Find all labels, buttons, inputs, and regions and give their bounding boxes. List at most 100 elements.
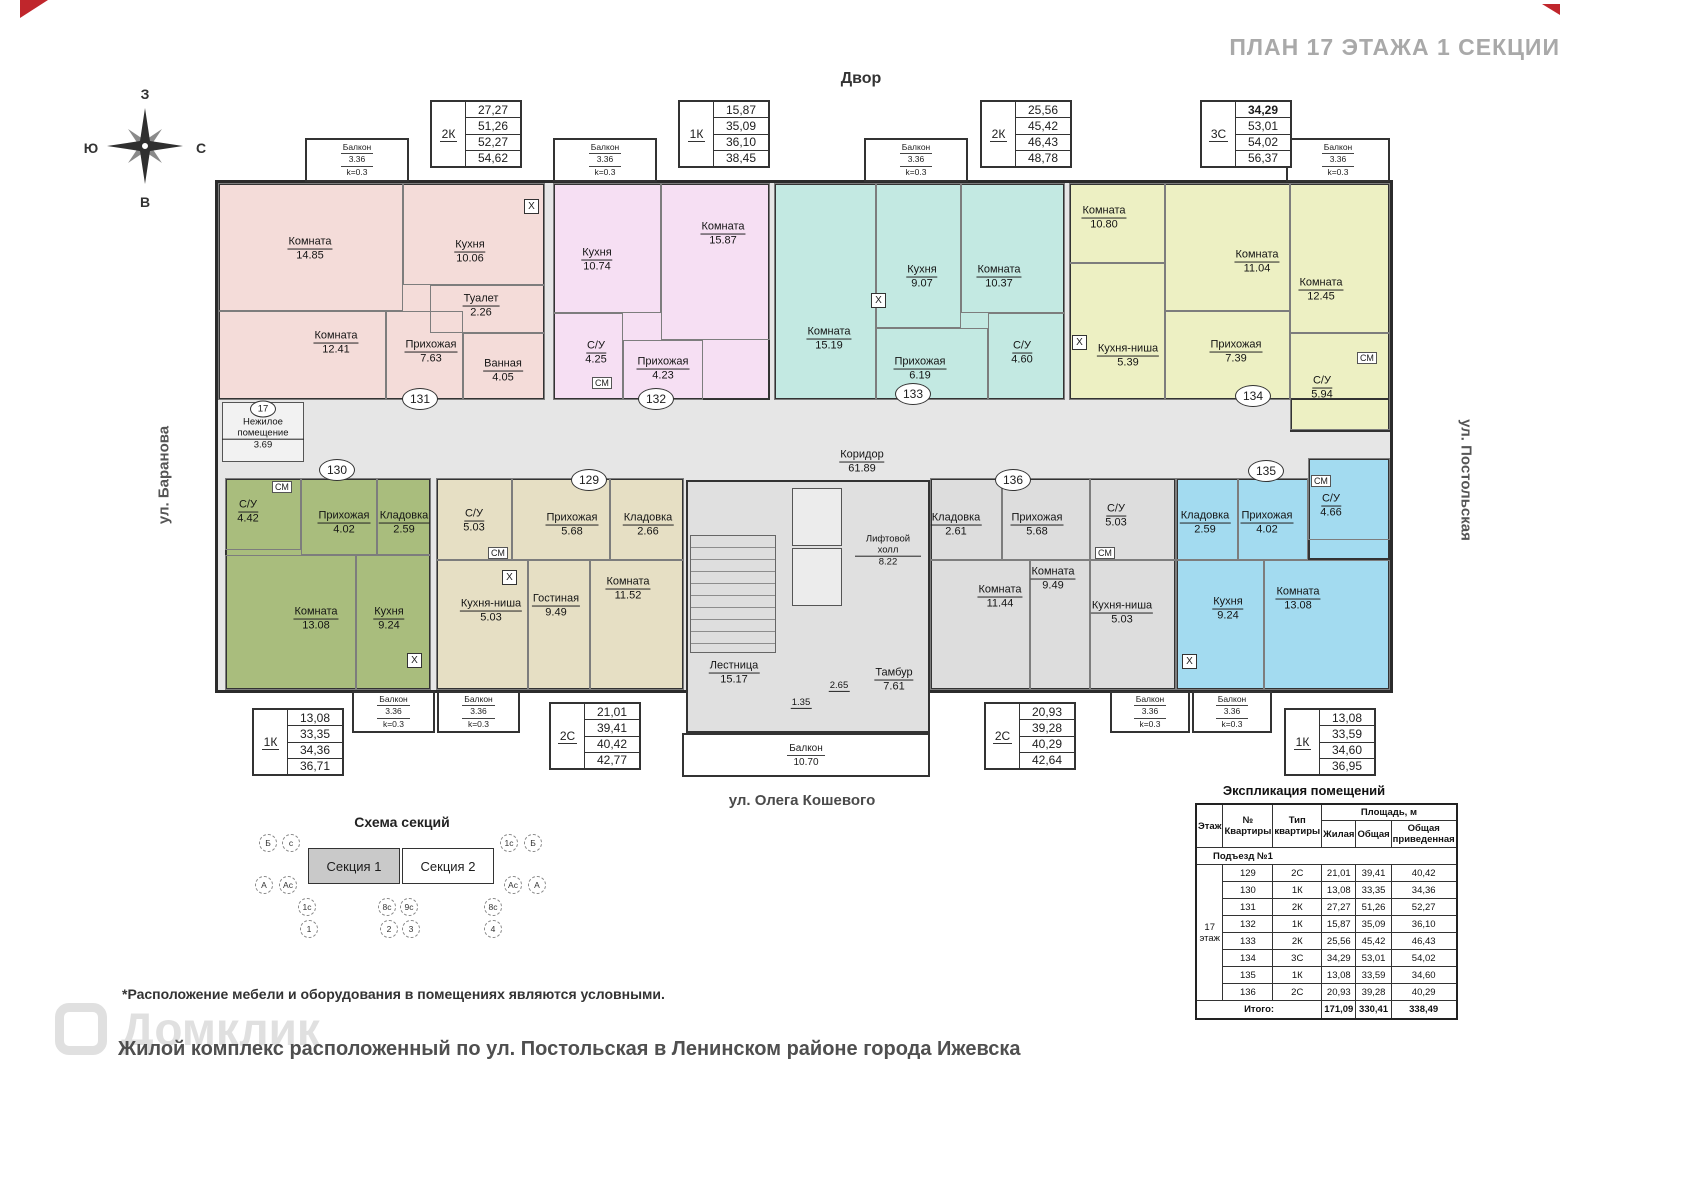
compass-left-label: Ю <box>83 140 99 156</box>
room-outline <box>610 478 684 560</box>
table-header-row: Этаж № Квартиры Тип квартиры Площадь, м <box>1195 803 1458 848</box>
room-outline <box>1308 458 1390 540</box>
vent-shaft-icon: X <box>502 570 517 585</box>
apartment-number-badge: 131 <box>402 388 438 410</box>
room-outline <box>1165 311 1290 400</box>
column-header: Площадь, м <box>1321 803 1458 821</box>
room-outline <box>436 560 528 690</box>
stairs-flight <box>690 535 776 653</box>
corner-mark-icon <box>20 0 48 18</box>
room-outline <box>876 183 961 328</box>
complex-description: Жилой комплекс расположенный по ул. Пост… <box>118 1038 1021 1060</box>
column-header: Общая приведенная <box>1390 820 1458 848</box>
axis-marker: Ас <box>504 876 522 894</box>
vent-shaft-icon: X <box>1072 335 1087 350</box>
room-outline <box>1290 183 1390 333</box>
apartment-129 <box>436 478 684 690</box>
room-label: 2.65 <box>828 679 850 693</box>
schema-title: Схема секций <box>354 814 450 830</box>
room-outline <box>430 285 545 333</box>
room-outline <box>1165 183 1290 311</box>
room-outline <box>1290 333 1390 430</box>
axis-marker: Б <box>524 834 542 852</box>
axis-marker: 1 <box>300 920 318 938</box>
axis-marker: А <box>255 876 273 894</box>
apartment-number-badge: 133 <box>895 383 931 405</box>
apartment-number-badge: 129 <box>571 469 607 491</box>
axis-marker: 9с <box>400 898 418 916</box>
apartment-134-su-ext <box>1290 398 1390 432</box>
vent-shaft-icon: X <box>1182 654 1197 669</box>
apartment-130 <box>225 478 431 690</box>
room-outline <box>1030 560 1090 690</box>
room-outline <box>512 478 610 560</box>
room-outline <box>528 560 590 690</box>
room-outline <box>930 560 1030 690</box>
room-outline <box>225 555 356 690</box>
room-outline <box>553 313 623 400</box>
watermark-domclick: Домклик <box>55 1002 320 1056</box>
room-outline <box>1069 183 1165 263</box>
axis-marker: 8с <box>378 898 396 916</box>
column-header: Общая <box>1355 820 1392 848</box>
axis-marker: с <box>282 834 300 852</box>
washing-machine-mark: СМ <box>1311 475 1331 487</box>
axis-marker: 4 <box>484 920 502 938</box>
apartment-type: 2С <box>986 704 1020 768</box>
axis-marker: Б <box>259 834 277 852</box>
apartment-type: 1К <box>254 710 288 774</box>
column-header: Этаж <box>1195 803 1224 848</box>
street-left-label: ул. Баранова <box>155 425 173 525</box>
compass-top-label: З <box>140 86 150 102</box>
apartment-number-badge: 134 <box>1235 385 1271 407</box>
washing-machine-mark: СМ <box>488 547 508 559</box>
apartment-number-badge: 132 <box>638 388 674 410</box>
apartment-135-su-ext <box>1308 458 1390 560</box>
room-outline <box>463 333 545 400</box>
apartment-type: 2К <box>982 102 1016 166</box>
apartment-131 <box>218 183 545 400</box>
compass-rose-icon: З Ю С В <box>84 86 206 210</box>
apartment-type: 2К <box>432 102 466 166</box>
compass-bottom-label: В <box>139 194 151 210</box>
apartment-type: 1К <box>1286 710 1320 774</box>
room-outline <box>1176 560 1264 690</box>
room-outline <box>356 555 431 690</box>
